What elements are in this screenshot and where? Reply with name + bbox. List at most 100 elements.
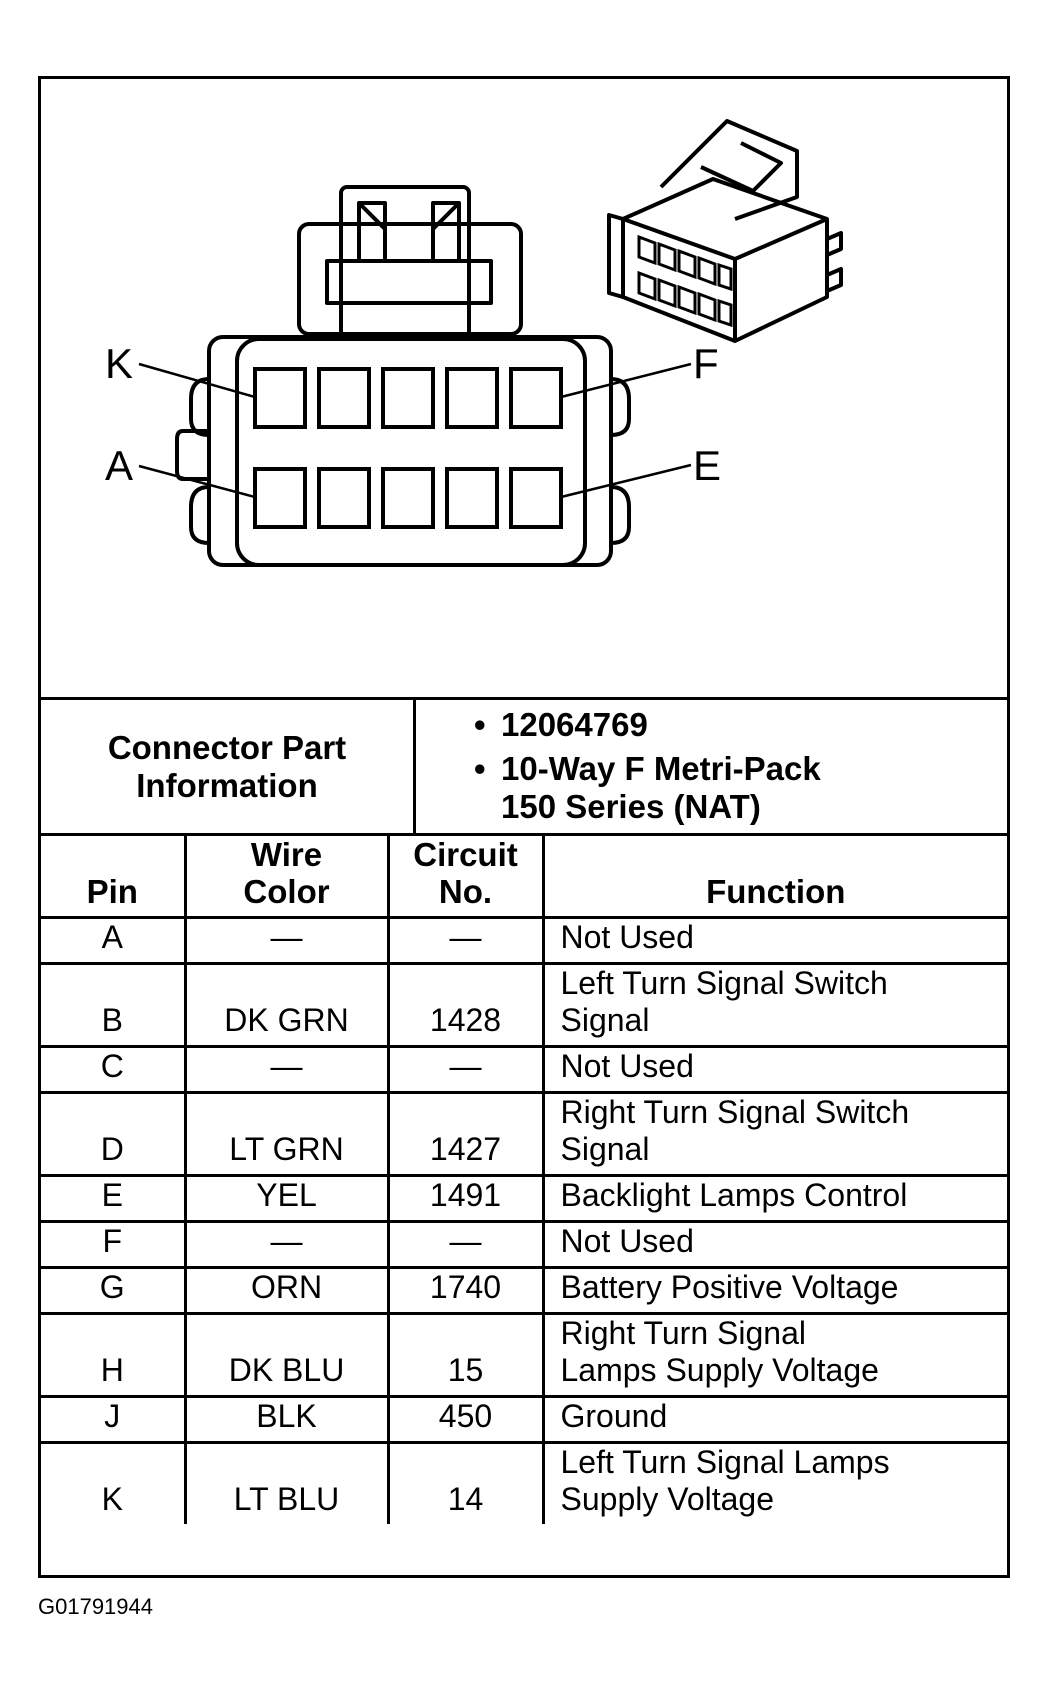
housing-left-ear-top	[189, 377, 210, 437]
leader-k	[138, 362, 256, 399]
connector-housing-inner	[235, 337, 587, 567]
part-number: 12064769	[416, 706, 1007, 744]
circuit-cell: 1428	[386, 962, 545, 1048]
function-cell: Not Used	[541, 1220, 1007, 1269]
circuit-cell: —	[386, 1045, 545, 1094]
function-line1: Backlight Lamps Control	[560, 1177, 908, 1213]
wire-color-cell: BLK	[183, 1395, 390, 1444]
connector-part-info: Connector Part Information 12064769 10-W…	[41, 697, 1007, 833]
function-line2: Supply Voltage	[560, 1481, 775, 1517]
housing-right-ear-top	[610, 377, 631, 437]
cavity-e	[509, 467, 563, 529]
leader-f	[560, 362, 692, 399]
function-cell: Not Used	[541, 916, 1007, 965]
pin-cell: E	[41, 1174, 187, 1223]
iso-latch	[659, 119, 799, 221]
pin-cell: D	[41, 1091, 187, 1177]
circuit-cell: 15	[386, 1312, 545, 1398]
function-cell: Backlight Lamps Control	[541, 1174, 1007, 1223]
function-line1: Battery Positive Voltage	[560, 1269, 899, 1305]
iso-edges	[622, 217, 828, 341]
cavity-g	[445, 367, 499, 429]
wire-color-cell: ORN	[183, 1266, 390, 1315]
iso-latch-detail	[700, 141, 783, 193]
circuit-cell: 450	[386, 1395, 545, 1444]
function-line2: Signal	[560, 1002, 650, 1038]
info-label: Connector Part Information	[41, 700, 416, 833]
circuit-cell: —	[386, 1220, 545, 1269]
function-line2: Signal	[560, 1131, 650, 1167]
cavity-j	[317, 367, 371, 429]
header-function: Function	[541, 833, 1007, 919]
function-line1: Ground	[560, 1398, 668, 1434]
terminal-cavities	[253, 367, 563, 529]
connector-face-drawing: K A F E	[105, 119, 843, 567]
latch-tabs	[357, 201, 461, 263]
housing-left-ear-bottom	[189, 485, 210, 545]
function-line1: Left Turn Signal Lamps	[560, 1444, 890, 1480]
info-values: 12064769 10-Way F Metri-Pack 150 Series …	[416, 700, 1007, 833]
pin-cell: K	[41, 1441, 187, 1524]
circuit-cell: 1491	[386, 1174, 545, 1223]
latch-plate	[325, 259, 493, 305]
function-line1: Not Used	[560, 1048, 694, 1084]
info-label-line2: Information	[136, 766, 318, 804]
figure-id: G01791944	[38, 1594, 153, 1619]
wire-color-cell: YEL	[183, 1174, 390, 1223]
iso-cavities-bottom	[637, 270, 733, 328]
pin-label-e: E	[693, 442, 721, 489]
cavity-f	[509, 367, 563, 429]
table-row: A——Not Used	[41, 916, 1007, 965]
connector-card: K A F E Connector Part Information	[38, 76, 1010, 1578]
pin-cell: J	[41, 1395, 187, 1444]
wire-color-cell: —	[183, 916, 390, 965]
circuit-cell: —	[386, 916, 545, 965]
latch-tab-detail	[357, 201, 461, 231]
pin-leader-lines	[138, 362, 692, 499]
connector-isometric-view	[607, 119, 843, 343]
wire-color-cell: —	[183, 1220, 390, 1269]
wire-color-cell: DK GRN	[183, 962, 390, 1048]
cavity-c	[381, 467, 435, 529]
pin-label-f: F	[693, 340, 719, 387]
cavity-b	[317, 467, 371, 529]
pin-cell: C	[41, 1045, 187, 1094]
connector-description-line2: 150 Series (NAT)	[501, 788, 761, 825]
table-row: F——Not Used	[41, 1220, 1007, 1269]
header-pin: Pin	[41, 833, 187, 919]
wire-color-cell: DK BLU	[183, 1312, 390, 1398]
table-row: C——Not Used	[41, 1045, 1007, 1094]
iso-right-ribs	[826, 231, 843, 293]
pin-cell: G	[41, 1266, 187, 1315]
circuit-cell: 1740	[386, 1266, 545, 1315]
info-label-line1: Connector Part	[107, 728, 347, 766]
leader-e	[560, 463, 692, 499]
wire-color-cell: —	[183, 1045, 390, 1094]
circuit-cell: 1427	[386, 1091, 545, 1177]
cavity-a	[253, 467, 307, 529]
function-line1: Not Used	[560, 1223, 694, 1259]
function-line2: Lamps Supply Voltage	[560, 1352, 879, 1388]
leader-a	[138, 464, 256, 499]
pin-label-a: A	[105, 442, 133, 489]
function-cell: Not Used	[541, 1045, 1007, 1094]
function-line1: Left Turn Signal Switch	[560, 965, 888, 1001]
function-line1: Right Turn Signal	[560, 1315, 806, 1351]
latch-collar	[297, 222, 523, 336]
wire-color-cell: LT GRN	[183, 1091, 390, 1177]
